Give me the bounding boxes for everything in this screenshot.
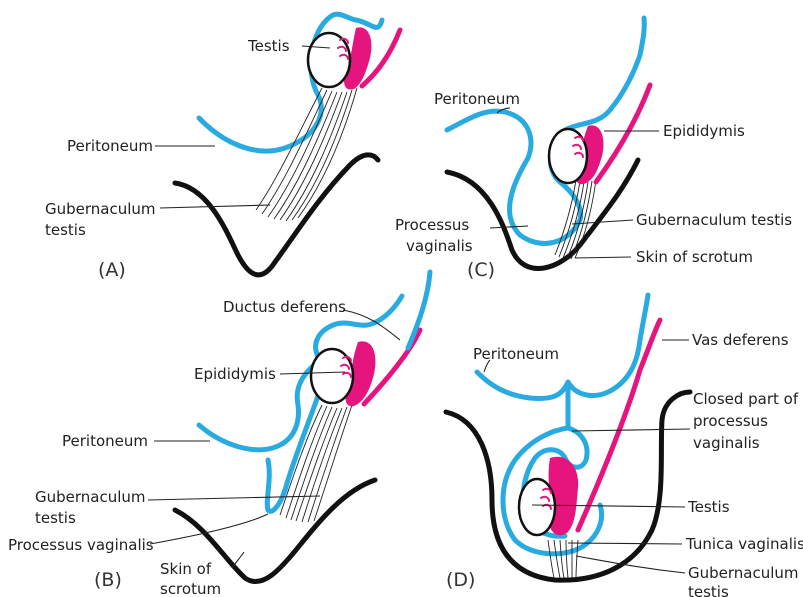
panel-c-processus-label-2: vaginalis <box>406 237 473 255</box>
panel-b-ductus-deferens-label: Ductus deferens <box>223 298 346 316</box>
panel-b-processus-vaginalis-label: Processus vaginalis <box>8 536 154 554</box>
panel-b-gubernaculum-label-2: testis <box>35 509 76 527</box>
panel-c-skin-label: Skin of scrotum <box>636 248 753 266</box>
panel-c-scrotum-skin <box>447 160 638 269</box>
panel-c: Peritoneum Epididymis Processus vaginali… <box>395 18 792 281</box>
panel-d-gubernaculum-fibers <box>548 540 578 578</box>
panel-a-testis <box>308 33 350 87</box>
panel-c-epididymis-label: Epididymis <box>663 122 745 140</box>
panel-d-closed-label-3: vaginalis <box>693 434 760 452</box>
panel-a-testis-label: Testis <box>247 37 290 55</box>
panel-c-processus-label-1: Processus <box>395 216 469 234</box>
panel-d-closed-label-1: Closed part of <box>693 390 799 408</box>
panel-d-testis-label: Testis <box>687 498 730 516</box>
panel-a-letter: (A) <box>98 259 126 281</box>
panel-d-vas-deferens <box>578 320 660 530</box>
panel-a-peritoneum-label: Peritoneum <box>67 137 153 155</box>
panel-b-peritoneum-label: Peritoneum <box>62 432 148 450</box>
panel-d-closed-label-2: processus <box>693 412 768 430</box>
panel-d-vas-deferens-label: Vas deferens <box>692 331 789 349</box>
panel-b-processus-vaginalis <box>267 390 320 511</box>
panel-d-gubernaculum-label-1: Gubernaculum <box>688 564 799 582</box>
panel-b-skin-label-2: scrotum <box>160 580 221 597</box>
panel-a-gubernaculum-label-2: testis <box>45 221 86 239</box>
panel-c-peritoneum-label: Peritoneum <box>434 90 520 108</box>
panel-b-gubernaculum-fibers <box>280 405 352 522</box>
panel-d-tunica-label: Tunica vaginalis <box>685 535 803 553</box>
panel-c-gubernaculum-label: Gubernaculum testis <box>636 211 792 229</box>
panel-d-peritoneum-label: Peritoneum <box>473 345 559 363</box>
panel-b-letter: (B) <box>94 569 122 591</box>
panel-d: Peritoneum Vas deferens Closed part of p… <box>446 295 803 597</box>
panel-a: Testis Peritoneum Gubernaculum testis (A… <box>45 14 400 281</box>
panel-c-ductus-deferens <box>596 85 650 182</box>
panel-b-skin-label-1: Skin of <box>160 560 212 578</box>
panel-a-gubernaculum-fibers <box>256 88 357 221</box>
panel-c-gubernaculum-fibers <box>555 180 596 259</box>
panel-b-epididymis-label: Epididymis <box>194 365 276 383</box>
panel-d-gubernaculum-label-2: testis <box>688 583 729 597</box>
panel-d-letter: (D) <box>446 569 475 591</box>
panel-b: Ductus deferens Epididymis Peritoneum Gu… <box>8 272 430 597</box>
panel-b-gubernaculum-label-1: Gubernaculum <box>35 488 146 506</box>
panel-c-letter: (C) <box>467 259 495 281</box>
panel-a-gubernaculum-label-1: Gubernaculum <box>45 200 156 218</box>
